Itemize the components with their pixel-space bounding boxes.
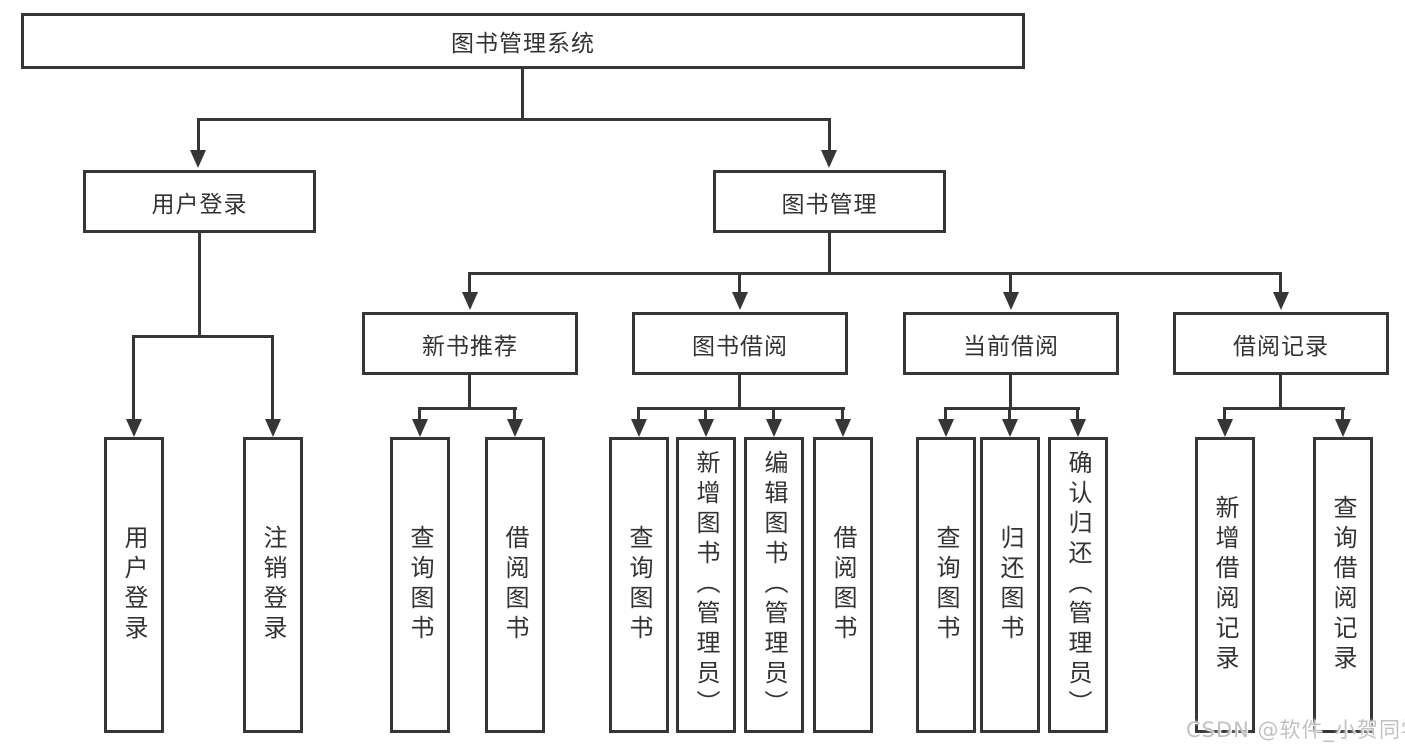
leaf-query-books-borrow: 查询图书 (609, 437, 669, 733)
leaf-label: 确认归还（管理员） (1064, 450, 1092, 720)
connector-drop (513, 407, 516, 421)
leaf-label: 编辑图书（管理员） (760, 450, 788, 720)
arrow-down-icon (938, 419, 954, 437)
leaf-label: 查询图书 (625, 525, 653, 645)
connector-drop (772, 407, 775, 421)
arrow-down-icon (1273, 292, 1289, 310)
arrow-down-icon (698, 419, 714, 437)
connector-user-login-hline (132, 335, 274, 338)
leaf-borrow-books: 借阅图书 (813, 437, 873, 733)
connector-drop-leaf-logout (271, 335, 274, 421)
leaf-label: 用户登录 (120, 525, 148, 645)
arrow-down-icon (732, 292, 748, 310)
leaf-add-borrow-record: 新增借阅记录 (1195, 437, 1255, 733)
leaf-label: 借阅图书 (829, 525, 857, 645)
arrow-down-icon (1217, 419, 1233, 437)
arrow-down-icon (821, 150, 837, 168)
node-book-management: 图书管理 (713, 170, 946, 233)
connector-drop-new-book (468, 272, 471, 294)
leaf-label: 新增借阅记录 (1211, 495, 1239, 675)
connector-root-stem (521, 69, 524, 121)
connector-drop (704, 407, 707, 421)
connector-group1-hline (418, 407, 517, 410)
connector-drop-borrow-records (1279, 272, 1282, 294)
arrow-down-icon (1070, 419, 1086, 437)
connector-drop (1223, 407, 1226, 421)
leaf-return-book: 归还图书 (980, 437, 1040, 733)
leaf-label: 查询图书 (932, 525, 960, 645)
leaf-logout: 注销登录 (243, 437, 303, 733)
connector-level2-hline (468, 272, 1282, 275)
connector-new-book-stem (468, 375, 471, 410)
connector-drop-book-borrow (738, 272, 741, 294)
leaf-label: 归还图书 (996, 525, 1024, 645)
arrow-down-icon (126, 419, 142, 437)
connector-current-borrow-stem (1009, 375, 1012, 410)
arrow-down-icon (1003, 292, 1019, 310)
arrow-down-icon (835, 419, 851, 437)
connector-book-borrow-stem (738, 375, 741, 410)
connector-drop-user-login (197, 118, 200, 152)
arrow-down-icon (507, 419, 523, 437)
connector-borrow-records-stem (1279, 375, 1282, 410)
leaf-query-books-current: 查询图书 (916, 437, 976, 733)
connector-drop (418, 407, 421, 421)
leaf-label: 查询图书 (406, 525, 434, 645)
leaf-borrow-books-recommend: 借阅图书 (485, 437, 545, 733)
connector-group4-hline (1223, 407, 1345, 410)
connector-group2-hline (637, 407, 845, 410)
connector-drop-leaf-login (132, 335, 135, 421)
leaf-label: 新增图书（管理员） (692, 450, 720, 720)
node-root-library-system: 图书管理系统 (21, 13, 1025, 69)
node-current-borrow: 当前借阅 (903, 312, 1119, 375)
connector-drop (944, 407, 947, 421)
connector-level1-hline (197, 118, 831, 121)
connector-group3-hline (944, 407, 1080, 410)
leaf-label: 查询借阅记录 (1329, 495, 1357, 675)
node-new-book-recommend: 新书推荐 (362, 312, 578, 375)
node-book-borrow: 图书借阅 (632, 312, 848, 375)
connector-drop (1008, 407, 1011, 421)
arrow-down-icon (1335, 419, 1351, 437)
csdn-watermark: CSDN @软件_小贺同学 (1186, 718, 1405, 742)
connector-drop-book-mgmt (828, 118, 831, 152)
connector-drop (637, 407, 640, 421)
connector-drop-current-borrow (1009, 272, 1012, 294)
arrow-down-icon (190, 150, 206, 168)
arrow-down-icon (766, 419, 782, 437)
arrow-down-icon (631, 419, 647, 437)
arrow-down-icon (1002, 419, 1018, 437)
leaf-confirm-return-admin: 确认归还（管理员） (1048, 437, 1108, 733)
connector-drop (841, 407, 844, 421)
arrow-down-icon (462, 292, 478, 310)
connector-drop (1076, 407, 1079, 421)
connector-drop (1341, 407, 1344, 421)
arrow-down-icon (412, 419, 428, 437)
leaf-query-books-recommend: 查询图书 (390, 437, 450, 733)
leaf-query-borrow-record: 查询借阅记录 (1313, 437, 1373, 733)
node-borrow-records: 借阅记录 (1173, 312, 1389, 375)
connector-user-login-stem (198, 233, 201, 338)
arrow-down-icon (265, 419, 281, 437)
leaf-label: 注销登录 (259, 525, 287, 645)
leaf-add-book-admin: 新增图书（管理员） (676, 437, 736, 733)
leaf-edit-book-admin: 编辑图书（管理员） (744, 437, 804, 733)
connector-book-mgmt-stem (828, 233, 831, 275)
node-user-login: 用户登录 (83, 170, 316, 233)
leaf-user-login: 用户登录 (104, 437, 164, 733)
leaf-label: 借阅图书 (501, 525, 529, 645)
